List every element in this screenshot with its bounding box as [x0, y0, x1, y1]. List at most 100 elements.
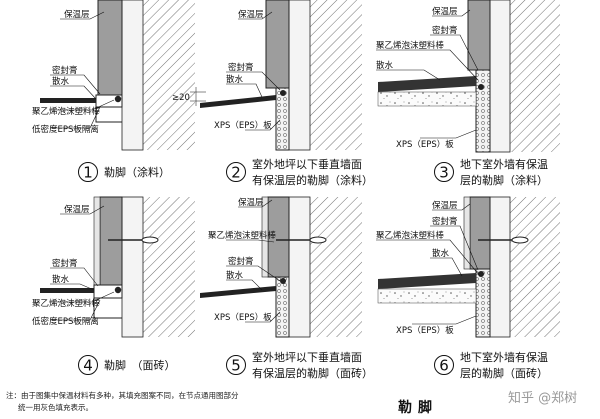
label-foam-rod: 聚乙烯泡沫塑料棒	[32, 106, 101, 117]
apron-edge-4	[93, 298, 122, 319]
foam-rod-2	[280, 90, 286, 96]
label-apron: 散水	[52, 274, 70, 285]
apron-bed-3	[377, 91, 477, 107]
detail-caption-line-1: 地下室外墙有保温	[460, 350, 548, 364]
detail-number: 2	[231, 164, 241, 182]
detail-number-circle	[226, 355, 246, 375]
panel-4: 保温层 密封膏 散水 聚乙烯泡沫塑料棒 低密度EPS板隔离 4 勒脚 （面砖）	[32, 196, 195, 375]
label-insulation: 保温层	[64, 204, 90, 215]
xps-board-5	[275, 276, 290, 338]
detail-caption-line-2: 层的勒脚（涂料）	[460, 173, 548, 187]
detail-number-circle	[226, 162, 246, 182]
label-foam-rod: 聚乙烯泡沫塑料棒	[376, 230, 445, 241]
wall-finish-4	[121, 196, 144, 338]
panel-3: 保温层 密封膏 聚乙烯泡沫塑料棒 散水 XPS（EPS）板 3 地下室外墙有保温…	[376, 0, 560, 187]
insulation-layer-2	[265, 0, 290, 89]
label-eps-board: 低密度EPS板隔离	[32, 124, 99, 135]
label-apron: 散水	[226, 270, 244, 281]
label-apron: 散水	[376, 60, 394, 71]
footnote-line-2: 统一用灰色填充表示。	[18, 402, 93, 412]
foam-rod-3	[478, 84, 484, 90]
label-apron: 散水	[226, 74, 244, 85]
label-xps: XPS（EPS）板	[214, 120, 272, 131]
label-insulation: 保温层	[238, 197, 264, 208]
foam-rod-5	[280, 278, 286, 284]
wall-4	[143, 197, 195, 337]
detail-number: 5	[231, 357, 241, 375]
apron-slab-4	[40, 288, 94, 293]
label-insulation: 保温层	[432, 200, 458, 211]
label-apron: 散水	[52, 76, 70, 87]
panel-2: ≥20 保温层 密封膏 散水 XPS（EPS）板 2 室外地坪以下垂直墙面 有保…	[172, 0, 373, 187]
label-insulation: 保温层	[432, 6, 458, 17]
wall-finish-1	[121, 0, 144, 151]
sheet-title: 勒脚	[398, 399, 438, 416]
label-foam-rod: 聚乙烯泡沫塑料棒	[376, 40, 445, 51]
anchor-5	[276, 236, 327, 244]
insulation-layer-1	[97, 0, 123, 96]
label-sealant: 密封膏	[432, 25, 458, 36]
tile-facing-5	[261, 196, 269, 278]
detail-number-circle	[434, 162, 454, 182]
detail-number: 4	[83, 357, 93, 375]
apron-slab-1	[40, 98, 96, 103]
wall-5	[310, 197, 362, 337]
apron-slab-5	[200, 286, 276, 298]
apron-slab-6	[378, 273, 476, 289]
footnote-line-1: 注：由于图集中保温材料有多种，其填充图案不同，在节点通用图部分	[6, 390, 239, 400]
detail-caption-line-2: 有保温层的勒脚（面砖）	[252, 366, 373, 380]
detail-number-circle	[78, 355, 98, 375]
wall-3	[510, 0, 560, 152]
apron-bed-6	[377, 288, 477, 304]
label-sealant: 密封膏	[228, 62, 254, 73]
label-foam-rod: 聚乙烯泡沫塑料棒	[208, 230, 277, 241]
label-xps: XPS（EPS）板	[396, 139, 454, 150]
foam-rod-1	[114, 95, 122, 103]
detail-caption-line-1: 室外地坪以下垂直墙面	[252, 350, 362, 364]
xps-board-3	[475, 69, 491, 153]
dimension-label: ≥20	[172, 93, 190, 103]
anchor-6	[478, 236, 529, 244]
detail-number: 1	[83, 164, 93, 182]
panel-6: 保温层 密封膏 聚乙烯泡沫塑料棒 散水 XPS（EPS）板 6 地下室外墙有保温…	[376, 196, 560, 380]
detail-number-circle	[78, 162, 98, 182]
wall-2	[310, 0, 362, 150]
detail-number: 6	[439, 357, 449, 375]
xps-board-6	[475, 268, 491, 338]
label-apron: 散水	[432, 248, 450, 259]
detail-caption: 勒脚（涂料）	[104, 165, 170, 179]
anchor-4	[108, 236, 159, 244]
label-eps-board: 低密度EPS板隔离	[32, 316, 99, 327]
detail-caption-line-1: 室外地坪以下垂直墙面	[252, 157, 362, 171]
detail-caption: 勒脚 （面砖）	[104, 358, 176, 372]
label-sealant: 密封膏	[52, 258, 78, 269]
detail-number: 3	[439, 164, 449, 182]
label-foam-rod: 聚乙烯泡沫塑料棒	[32, 298, 101, 309]
label-insulation: 保温层	[64, 9, 90, 20]
wall-finish-6	[489, 196, 511, 338]
label-xps: XPS（EPS）板	[396, 325, 454, 336]
apron-edge-1	[95, 103, 122, 123]
wall-finish-3	[489, 0, 511, 153]
panel-1: 保温层 密封膏 散水 聚乙烯泡沫塑料棒 低密度EPS板隔离 1 勒脚（涂料）	[32, 0, 195, 182]
apron-slab-3	[378, 76, 476, 92]
label-sealant: 密封膏	[432, 216, 458, 227]
detail-number-circle	[434, 355, 454, 375]
watermark: 知乎 @郑树	[508, 390, 577, 406]
insulation-layer-3	[467, 0, 491, 71]
tile-facing-6	[463, 196, 471, 270]
detail-caption-line-2: 有保温层的勒脚（涂料）	[252, 173, 373, 187]
wall-1	[143, 0, 195, 150]
foam-rod-4	[114, 286, 122, 294]
xps-board-2	[275, 87, 290, 151]
apron-slab-2	[200, 95, 276, 108]
wall-finish-5	[288, 196, 311, 338]
label-insulation: 保温层	[238, 9, 264, 20]
panel-5: 保温层 聚乙烯泡沫塑料棒 密封膏 散水 XPS（EPS）板 5 室外地坪以下垂直…	[200, 196, 373, 380]
detail-caption-line-1: 地下室外墙有保温	[460, 157, 548, 171]
detail-caption-line-2: 层的勒脚（面砖）	[460, 366, 548, 380]
insulation-layer-4	[99, 196, 123, 286]
label-xps: XPS（EPS）板	[214, 312, 272, 323]
